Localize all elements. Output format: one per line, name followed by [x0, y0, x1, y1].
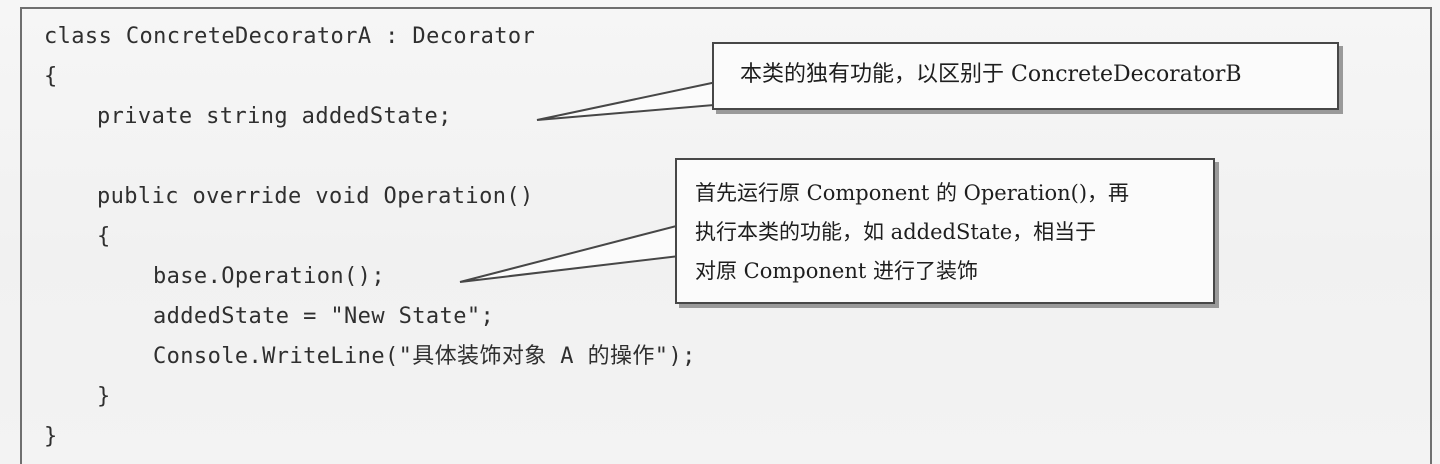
callout-operation-explanation: 首先运行原 Component 的 Operation()，再 执行本类的功能，…	[675, 158, 1215, 304]
callout-pointer-1	[536, 78, 727, 121]
callout-unique-feature: 本类的独有功能，以区别于 ConcreteDecoratorB	[712, 42, 1339, 110]
code-line: Console.WriteLine("具体装饰对象 A 的操作");	[153, 344, 696, 369]
code-line: {	[44, 64, 58, 89]
code-line: private string addedState;	[97, 104, 452, 129]
callout-2-line: 执行本类的功能，如 addedState，相当于	[695, 220, 1097, 244]
code-line: addedState = "New State";	[153, 304, 495, 329]
code-line: }	[44, 424, 58, 449]
code-line: class ConcreteDecoratorA : Decorator	[44, 24, 536, 49]
code-line: }	[97, 384, 111, 409]
code-frame	[20, 7, 1432, 464]
callout-1-text: 本类的独有功能，以区别于 ConcreteDecoratorB	[740, 62, 1242, 87]
code-line: public override void Operation()	[97, 184, 534, 209]
code-line: {	[97, 224, 111, 249]
callout-pointer-2	[459, 221, 689, 283]
callout-2-line: 首先运行原 Component 的 Operation()，再	[695, 181, 1130, 205]
code-line: base.Operation();	[153, 264, 385, 289]
callout-2-line: 对原 Component 进行了装饰	[695, 259, 978, 283]
